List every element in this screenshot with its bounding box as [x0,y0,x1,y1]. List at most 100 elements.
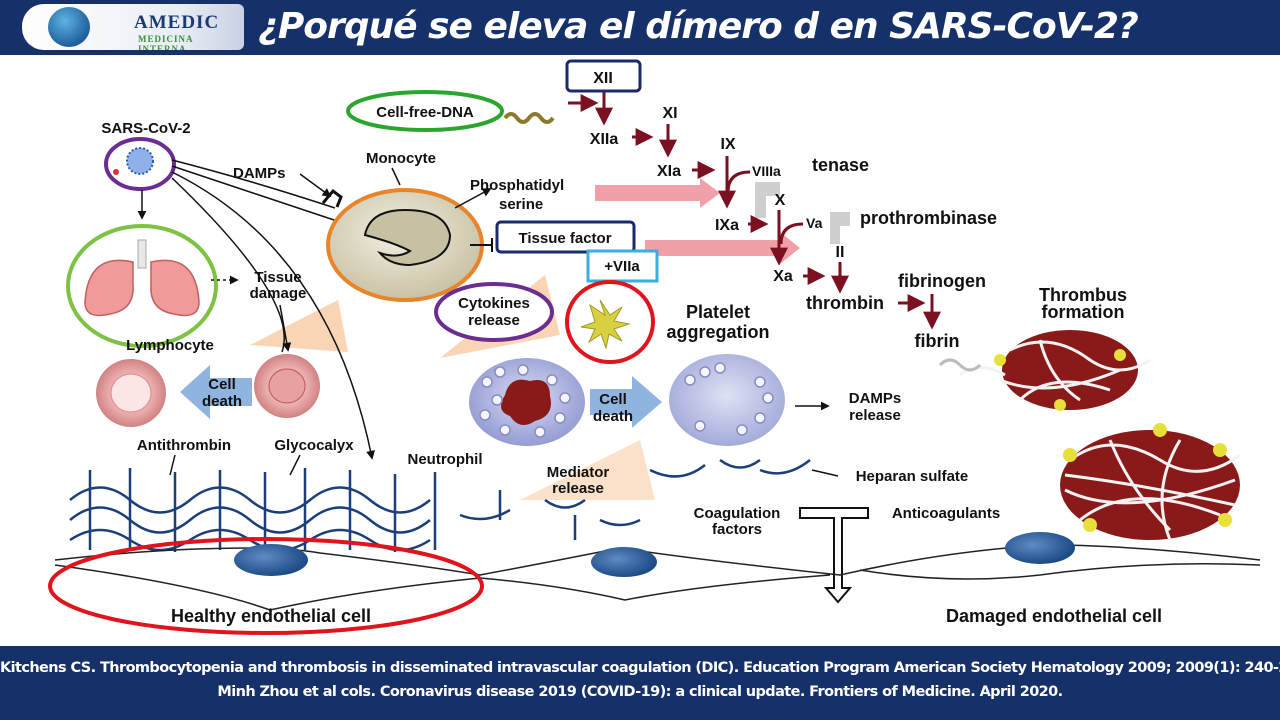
cell-death-label-2: death [202,393,242,410]
damps-label: DAMPs [233,165,286,182]
damps-release-label-2: release [849,407,901,424]
neutrophil-label: Neutrophil [408,451,483,468]
damaged-cell-label: Damaged endothelial cell [946,606,1162,626]
lung-ring [66,224,218,348]
cell-death-arrow [180,365,252,419]
neutrophil-death-arrow [590,376,662,428]
monocyte-label: Monocyte [366,150,436,167]
glycocalyx-pointer [289,454,301,476]
amedic-logo: AMEDIC MEDICINA INTERNA [22,4,244,50]
fibrin-label: fibrin [915,331,960,351]
tissue-factor-arrow [645,232,800,264]
middle-cell-outline [479,574,831,601]
thrombus-label-2: formation [1042,302,1125,322]
virus-label: SARS-CoV-2 [101,120,190,137]
viiia-curve [726,170,751,193]
viia-label: +VIIa [604,258,640,275]
healthy-cell-outline [54,564,481,611]
factor-ixa: IXa [715,217,739,234]
viia-box [586,249,659,283]
heparan-sulfate-label: Heparan sulfate [856,468,969,485]
glow-arrow [250,300,348,352]
platelet-cluster-icon [580,299,631,350]
references-footer: Kitchens CS. Thrombocytopenia and thromb… [0,646,1280,720]
antithrombin-label: Antithrombin [137,437,231,454]
reference-1: Kitchens CS. Thrombocytopenia and thromb… [0,660,1280,676]
damaged-glycocalyx [459,458,811,540]
neutrophil-death-label-2: death [593,408,633,425]
factor-ii: II [836,244,845,261]
coagulation-factors-label: Coagulation [694,505,781,522]
factor-ix: IX [720,136,735,153]
lymphocyte-label: Lymphocyte [126,337,214,354]
logo-subtitle: MEDICINA INTERNA [138,34,194,50]
anticoagulants-label: Anticoagulants [892,505,1000,522]
factor-xa: Xa [773,268,793,285]
large-thrombus-illustration [1060,423,1241,541]
monocyte-nucleus [363,208,452,267]
caduceus-icon [48,7,90,47]
factor-xi: XI [662,105,677,122]
lungs-icon [84,239,200,317]
cell-free-dna-label: Cell-free-DNA [376,104,474,121]
damaged-cell-nucleus [1005,532,1075,564]
cytokines-label-2: release [468,312,520,329]
cell-free-dna-ring [346,90,504,132]
thrombin-label: thrombin [806,293,884,313]
healthy-cell-nucleus [234,544,308,576]
tissue-factor-label: Tissue factor [518,230,611,247]
healthy-cell-label: Healthy endothelial cell [171,606,371,626]
receptor-icon [321,188,343,208]
phosphatidyl-label: Phosphatidyl [470,177,564,194]
neutrophil-death-label: Cell [599,391,627,408]
factor-va: Va [806,215,823,231]
factor-x: X [775,192,786,209]
cytokines-ring [434,282,554,342]
tissue-factor-box [495,220,636,254]
virus-particle-icon [113,169,119,175]
virus-line [171,159,336,209]
dead-lymphocyte-core [110,373,152,413]
factor-xii: XII [593,70,613,87]
virus-to-glycocalyx-arrow [171,171,375,460]
logo-name: AMEDIC [134,12,220,33]
phosphatidyl-arrow [595,178,720,208]
mediator-label: Mediator [547,464,610,481]
damps-arrow [299,173,332,198]
efflux-arrow-icon [799,507,869,604]
slide-title: ¿Porqué se eleva el dímero d en SARS-CoV… [258,6,1139,47]
tenase-bracket [755,182,780,218]
thrombus-label: Thrombus [1039,285,1127,305]
glycocalyx-label: Glycocalyx [274,437,354,454]
cytokines-label: Cytokines [458,295,530,312]
neutrophil-nucleus [501,379,551,425]
monocyte-to-ps-arrow [454,188,492,209]
va-curve [779,222,804,245]
coagulation-factors-label-2: factors [712,521,762,538]
xii-box [565,59,642,93]
healthy-cell-ring [48,537,484,635]
platelet-label-2: aggregation [666,322,769,342]
virus-line [171,177,285,353]
header-bar: AMEDIC MEDICINA INTERNA ¿Porqué se eleva… [0,0,1280,55]
glow-arrow [520,440,655,500]
dna-strand-icon [503,112,555,124]
prothrombinase-label: prothrombinase [860,208,997,228]
mediator-label-2: release [552,480,604,497]
heparan-pointer [811,469,839,477]
neutrophil-granules [479,364,571,438]
factor-xia: XIa [657,163,681,180]
middle-cell-nucleus [591,547,657,577]
platelet-label: Platelet [686,302,750,322]
virus-line [171,165,341,223]
factor-xiia: XIIa [590,131,619,148]
tissue-damage-label: Tissue [254,269,301,286]
damps-release-label: DAMPs [849,390,902,407]
serine-label: serine [499,196,543,213]
virus-icon [126,147,154,175]
monocyte-pointer [391,167,401,186]
reference-2: Minh Zhou et al cols. Coronavirus diseas… [217,684,1063,700]
fibrinogen-label: fibrinogen [898,271,986,291]
tissue-damage-label-2: damage [250,285,307,302]
lymphocyte-nucleus [268,368,306,404]
